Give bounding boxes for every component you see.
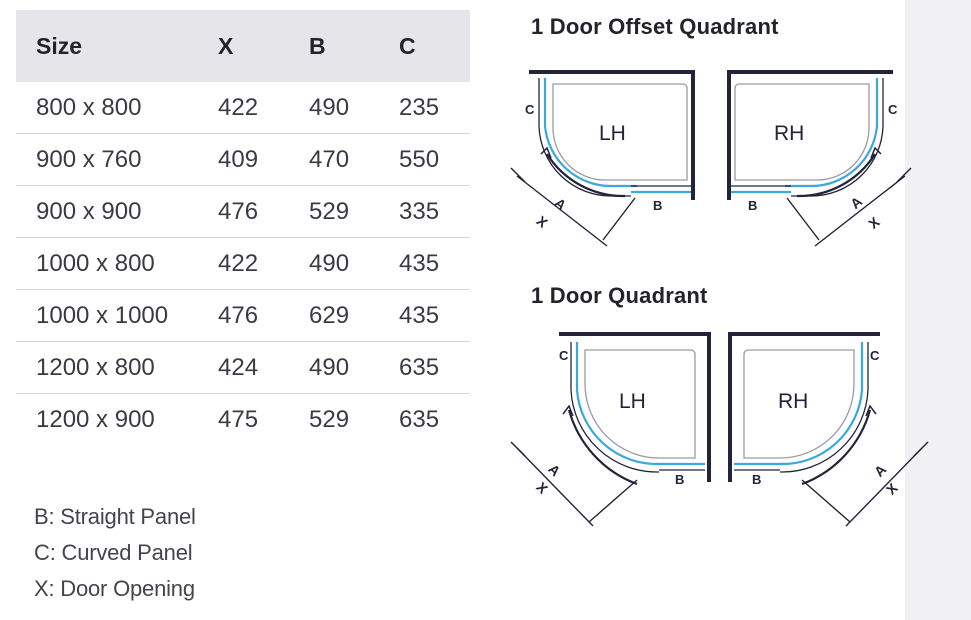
door-opening-arc — [801, 404, 877, 486]
label-a: A — [545, 461, 563, 479]
label-c: C — [525, 102, 535, 117]
cell-size: 1000 x 800 — [16, 237, 218, 290]
size-table: Size X B C 800 x 800 422 490 235 900 x 7… — [16, 10, 470, 445]
cell-b: 490 — [309, 93, 350, 121]
door-opening-arc — [562, 404, 638, 486]
cell-x: 476 — [218, 289, 309, 342]
label-rh: RH — [774, 122, 804, 145]
dimension-x — [801, 441, 929, 527]
label-lh: LH — [619, 390, 646, 413]
cell-x: 475 — [218, 393, 309, 445]
shower-frame — [728, 332, 880, 482]
label-b: B — [675, 472, 684, 487]
cell-b: 490 — [309, 341, 399, 394]
header-b: B — [309, 10, 399, 82]
cell-c: 435 — [399, 237, 470, 290]
cell-b: 470 — [309, 133, 399, 186]
legend-curved-panel: C: Curved Panel — [34, 540, 193, 565]
tray-outline — [584, 349, 696, 459]
cell-b: 529 — [309, 185, 399, 238]
cell-b: 529 — [309, 393, 399, 445]
cell-size: 900 x 760 — [16, 133, 218, 186]
cell-b: 629 — [309, 289, 399, 342]
cell-size: 800 x 800 — [36, 93, 142, 121]
table-row: 900 x 900 476 529 335 — [16, 185, 470, 238]
quadrant-title: 1 Door Quadrant — [531, 283, 708, 308]
quadrant-rh-diagram: C RH B A X — [728, 332, 929, 527]
cell-c: 550 — [399, 133, 470, 186]
cell-c: 435 — [399, 289, 470, 342]
table-row: 900 x 760 409 470 550 — [16, 133, 470, 186]
label-c: C — [888, 102, 898, 117]
door-opening-arc — [540, 146, 626, 198]
label-lh: LH — [599, 122, 626, 145]
tray-outline — [743, 349, 855, 459]
cell-c: 235 — [399, 93, 440, 121]
label-a: A — [871, 461, 889, 479]
table-header-row: Size X B C — [16, 10, 470, 82]
panel-lines — [731, 78, 879, 194]
label-b: B — [752, 472, 761, 487]
cell-x: 476 — [218, 185, 309, 238]
cell-x: 424 — [218, 341, 309, 394]
cell-x: 422 — [218, 237, 309, 290]
label-a: A — [551, 195, 569, 214]
label-x: X — [533, 213, 551, 232]
header-x: X — [218, 10, 309, 82]
table-row: 1200 x 800 424 490 635 — [16, 341, 470, 394]
legend: B: Straight Panel C: Curved Panel X: Doo… — [34, 500, 196, 608]
panel-lines-dark — [570, 342, 705, 473]
label-c: C — [870, 348, 880, 363]
cell-size: 1200 x 900 — [16, 393, 218, 445]
cell-c: 335 — [399, 185, 470, 238]
door-opening-arc — [796, 146, 882, 198]
label-b: B — [653, 198, 662, 213]
offset-quadrant-title: 1 Door Offset Quadrant — [531, 14, 779, 39]
offset-rh-diagram: C RH B A X — [727, 70, 912, 247]
panel-lines — [575, 342, 705, 466]
table-row: 1000 x 800 422 490 435 — [16, 237, 470, 290]
dimension-x — [786, 167, 912, 247]
cell-c: 635 — [399, 393, 470, 445]
legend-door-opening: X: Door Opening — [34, 576, 195, 601]
label-rh: RH — [778, 390, 808, 413]
cell-x: 422 — [218, 93, 259, 121]
shower-frame — [559, 332, 711, 482]
label-b: B — [748, 198, 757, 213]
table-row: 1200 x 900 475 529 635 — [16, 393, 470, 445]
panel-lines-dark — [538, 78, 691, 197]
legend-straight-panel: B: Straight Panel — [34, 504, 196, 529]
panel-lines-dark — [734, 342, 869, 473]
label-x: X — [865, 213, 883, 232]
tray-outline — [734, 83, 870, 181]
cell-b: 490 — [309, 237, 399, 290]
panel-lines — [734, 342, 864, 466]
shower-frame — [727, 70, 893, 200]
side-strip — [905, 0, 971, 620]
cell-size: 1200 x 800 — [16, 341, 218, 394]
panel-lines-dark — [731, 78, 884, 197]
header-c: C — [399, 10, 470, 82]
cell-size: 1000 x 1000 — [16, 289, 218, 342]
table-row: 800 x 800 422 490 235 — [16, 82, 470, 134]
label-x: X — [883, 479, 901, 497]
shower-frame — [529, 70, 695, 200]
offset-lh-diagram: C LH B A X — [510, 70, 695, 247]
cell-c: 635 — [399, 341, 470, 394]
label-c: C — [559, 348, 569, 363]
dimension-x — [510, 167, 636, 247]
cell-size: 900 x 900 — [16, 185, 218, 238]
panel-lines — [543, 78, 691, 194]
header-size: Size — [16, 10, 218, 82]
table-row: 1000 x 1000 476 629 435 — [16, 289, 470, 342]
tray-outline — [552, 83, 688, 181]
quadrant-lh-diagram: C LH B A X — [510, 332, 711, 527]
cell-x: 409 — [218, 133, 309, 186]
dimension-x — [510, 441, 638, 527]
